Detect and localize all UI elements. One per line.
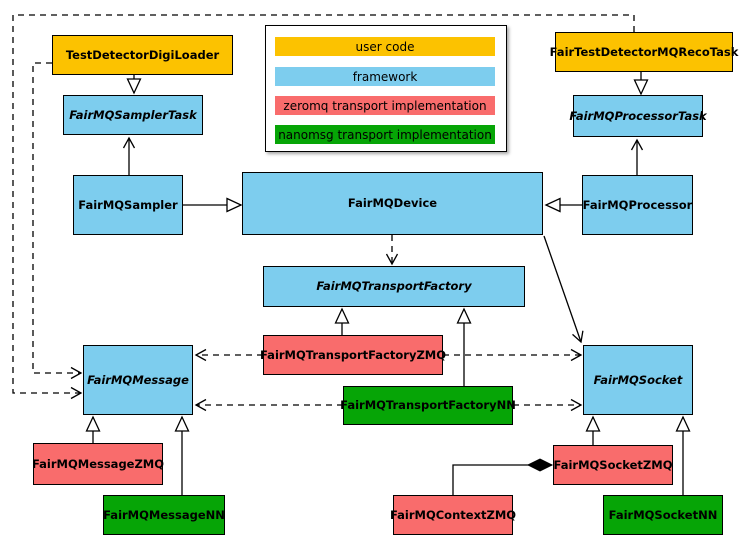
legend-nanomsg: nanomsg transport implementation [275, 125, 495, 144]
node-fairmq-processor-task: FairMQProcessorTask [569, 95, 707, 137]
node-fairmq-context-zmq: FairMQContextZMQ [390, 495, 516, 535]
node-test-detector-digi-loader: TestDetectorDigiLoader [52, 35, 233, 75]
legend: user code framework zeromq transport imp… [265, 25, 507, 152]
node-fairmq-message-zmq: FairMQMessageZMQ [32, 443, 164, 485]
node-fairmq-transport-factory-nn: FairMQTransportFactoryNN [340, 386, 516, 425]
node-fairmq-socket: FairMQSocket [583, 345, 693, 415]
node-fairmq-transport-factory-zmq: FairMQTransportFactoryZMQ [260, 335, 446, 375]
edge-device-socket [543, 235, 584, 344]
node-fairmq-message-nn: FairMQMessageNN [103, 495, 225, 535]
legend-zeromq: zeromq transport implementation [275, 96, 495, 115]
node-fairmq-message: FairMQMessage [83, 345, 193, 415]
node-fairmq-socket-zmq: FairMQSocketZMQ [553, 445, 673, 485]
edge-contextzmq-socketzmq [452, 465, 552, 495]
edge-digiloader-message [32, 62, 83, 380]
node-fairmq-processor: FairMQProcessor [582, 175, 693, 235]
edge-recotask-message [12, 14, 635, 400]
node-fairmq-transport-factory: FairMQTransportFactory [263, 266, 525, 307]
node-fairmq-socket-nn: FairMQSocketNN [603, 495, 723, 535]
node-fair-test-detector-mq-reco-task: FairTestDetectorMQRecoTask [550, 32, 738, 72]
node-fairmq-sampler-task: FairMQSamplerTask [63, 95, 203, 135]
legend-framework: framework [275, 67, 495, 86]
node-fairmq-device: FairMQDevice [242, 172, 543, 235]
legend-user-code: user code [275, 37, 495, 56]
node-fairmq-sampler: FairMQSampler [73, 175, 183, 235]
